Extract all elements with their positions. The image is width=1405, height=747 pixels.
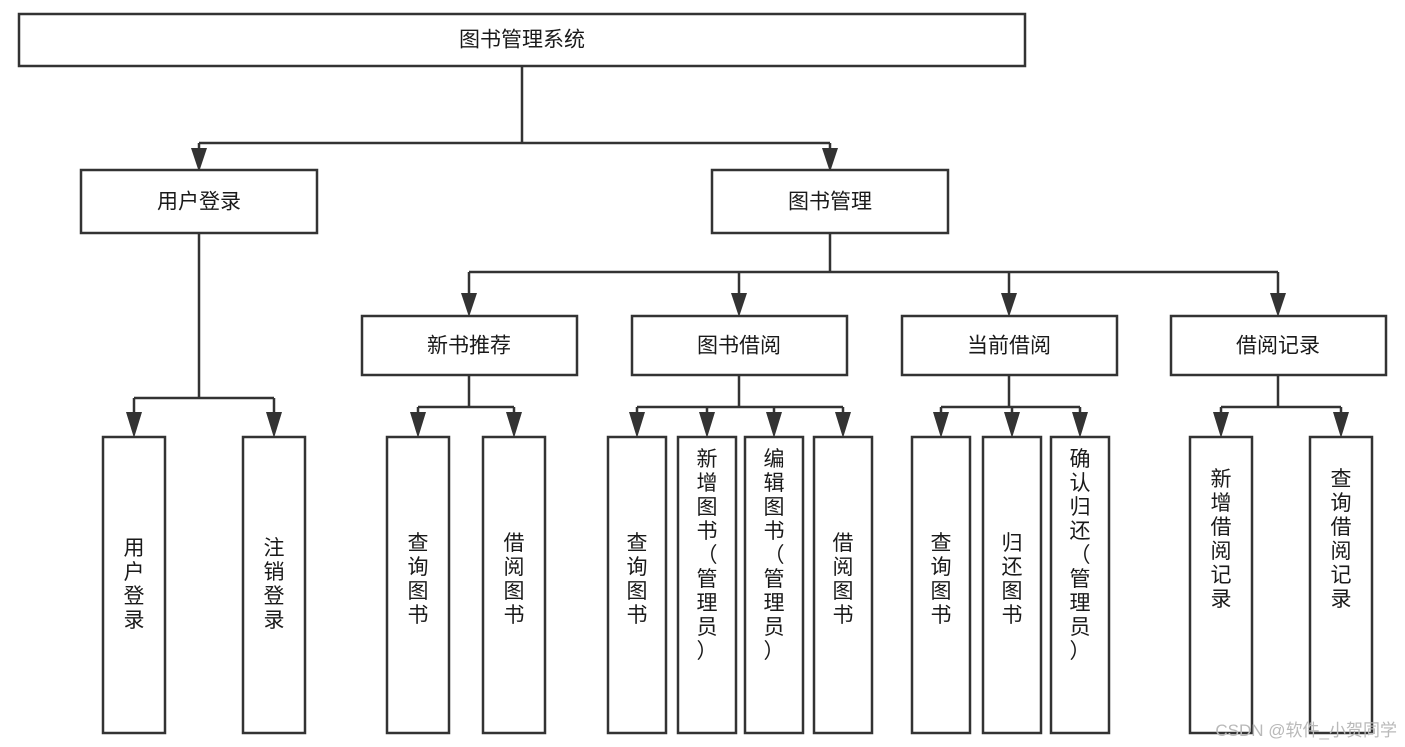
connector-newbookrec-bus bbox=[416, 375, 516, 420]
arrow-to-book-manage bbox=[822, 148, 838, 172]
node-leaf-borrow-book-bb[interactable]: 借阅图书 bbox=[812, 435, 874, 735]
node-leaf-borrow-book-bb-label: 借阅图书 bbox=[833, 532, 854, 627]
node-leaf-user-login-box[interactable] bbox=[101, 435, 167, 735]
node-current-borrow-label: 当前借阅 bbox=[967, 335, 1051, 358]
node-leaf-add-record[interactable]: 新增借阅记录 bbox=[1188, 435, 1254, 735]
node-leaf-borrow-book-rec-box[interactable] bbox=[481, 435, 547, 735]
node-user-login-label: 用户登录 bbox=[157, 191, 241, 214]
leaf-node-group: 用户登录 注销登录 查询图书 借阅图书 查询图书 新增图书（管理员） 编辑图书（… bbox=[101, 435, 1374, 735]
node-book-manage[interactable]: 图书管理 bbox=[710, 168, 950, 235]
arrow-to-leaf-return-book bbox=[1004, 412, 1020, 438]
node-book-borrow[interactable]: 图书借阅 bbox=[630, 314, 849, 377]
node-leaf-return-book-label: 归还图书 bbox=[1002, 532, 1023, 627]
node-leaf-confirm-return-box[interactable] bbox=[1049, 435, 1111, 735]
arrow-to-book-borrow bbox=[731, 293, 747, 317]
node-leaf-add-book-label: 新增图书（管理员） bbox=[697, 448, 718, 663]
node-leaf-query-book-bb[interactable]: 查询图书 bbox=[606, 435, 668, 735]
node-leaf-query-book-bb-box[interactable] bbox=[606, 435, 668, 735]
node-leaf-return-book-box[interactable] bbox=[981, 435, 1043, 735]
node-leaf-add-record-box[interactable] bbox=[1188, 435, 1254, 735]
node-leaf-query-book-bb-label: 查询图书 bbox=[627, 532, 648, 627]
node-new-book-rec[interactable]: 新书推荐 bbox=[360, 314, 579, 377]
node-leaf-confirm-return-label: 确认归还（管理员） bbox=[1070, 448, 1091, 663]
node-user-login-box[interactable] bbox=[79, 168, 319, 235]
node-root-box[interactable] bbox=[17, 12, 1027, 68]
connector-bookmanage-bus bbox=[467, 233, 1280, 306]
node-leaf-borrow-book-rec-label: 借阅图书 bbox=[504, 532, 525, 627]
node-leaf-query-record[interactable]: 查询借阅记录 bbox=[1308, 435, 1374, 735]
node-borrow-record-label: 借阅记录 bbox=[1236, 335, 1320, 358]
connector-borrowrecord-bus bbox=[1219, 375, 1343, 420]
arrow-to-leaf-query-book-rec bbox=[410, 412, 426, 438]
node-leaf-add-book-box[interactable] bbox=[676, 435, 738, 735]
connector-layer bbox=[126, 66, 1349, 438]
node-leaf-logout[interactable]: 注销登录 bbox=[241, 435, 307, 735]
node-new-book-rec-box[interactable] bbox=[360, 314, 579, 377]
node-leaf-borrow-book-rec[interactable]: 借阅图书 bbox=[481, 435, 547, 735]
node-root[interactable]: 图书管理系统 bbox=[17, 12, 1027, 68]
node-borrow-record[interactable]: 借阅记录 bbox=[1169, 314, 1388, 377]
node-borrow-record-box[interactable] bbox=[1169, 314, 1388, 377]
node-user-login[interactable]: 用户登录 bbox=[79, 168, 319, 235]
node-leaf-edit-book-box[interactable] bbox=[743, 435, 805, 735]
arrow-to-leaf-query-record bbox=[1333, 412, 1349, 438]
node-leaf-logout-label: 注销登录 bbox=[264, 537, 285, 632]
node-new-book-rec-label: 新书推荐 bbox=[427, 335, 511, 358]
arrow-to-user-login bbox=[191, 148, 207, 172]
arrow-to-current-borrow bbox=[1001, 293, 1017, 317]
node-leaf-edit-book-label: 编辑图书（管理员） bbox=[764, 448, 785, 663]
connector-userlogin-bus bbox=[132, 233, 276, 420]
arrow-to-new-book-rec bbox=[461, 293, 477, 317]
node-leaf-add-book[interactable]: 新增图书（管理员） bbox=[676, 435, 738, 735]
node-leaf-query-record-box[interactable] bbox=[1308, 435, 1374, 735]
node-book-borrow-label: 图书借阅 bbox=[697, 335, 781, 358]
node-leaf-query-book-cb-box[interactable] bbox=[910, 435, 972, 735]
node-leaf-query-book-rec[interactable]: 查询图书 bbox=[385, 435, 451, 735]
connector-root-bus bbox=[197, 66, 832, 161]
node-leaf-user-login-label: 用户登录 bbox=[124, 537, 145, 632]
arrow-to-leaf-logout bbox=[266, 412, 282, 438]
arrow-to-leaf-query-book-cb bbox=[933, 412, 949, 438]
arrow-to-leaf-add-record bbox=[1213, 412, 1229, 438]
arrow-to-leaf-confirm-return bbox=[1072, 412, 1088, 438]
node-leaf-query-book-rec-box[interactable] bbox=[385, 435, 451, 735]
node-book-borrow-box[interactable] bbox=[630, 314, 849, 377]
arrow-to-leaf-query-book-bb bbox=[629, 412, 645, 438]
node-book-manage-label: 图书管理 bbox=[788, 191, 872, 214]
node-leaf-query-book-cb-label: 查询图书 bbox=[931, 532, 952, 627]
node-root-label: 图书管理系统 bbox=[459, 29, 585, 52]
arrow-to-leaf-edit-book bbox=[766, 412, 782, 438]
arrow-to-leaf-add-book bbox=[699, 412, 715, 438]
arrow-to-leaf-borrow-book-rec bbox=[506, 412, 522, 438]
arrow-to-borrow-record bbox=[1270, 293, 1286, 317]
node-current-borrow-box[interactable] bbox=[900, 314, 1119, 377]
node-leaf-edit-book[interactable]: 编辑图书（管理员） bbox=[743, 435, 805, 735]
node-leaf-query-book-cb[interactable]: 查询图书 bbox=[910, 435, 972, 735]
arrow-to-leaf-user-login bbox=[126, 412, 142, 438]
node-leaf-logout-box[interactable] bbox=[241, 435, 307, 735]
node-current-borrow[interactable]: 当前借阅 bbox=[900, 314, 1119, 377]
node-leaf-add-record-label: 新增借阅记录 bbox=[1211, 468, 1232, 611]
node-book-manage-box[interactable] bbox=[710, 168, 950, 235]
arrow-to-leaf-borrow-book-bb bbox=[835, 412, 851, 438]
node-leaf-return-book[interactable]: 归还图书 bbox=[981, 435, 1043, 735]
connector-bookborrow-bus bbox=[635, 375, 845, 420]
node-leaf-confirm-return[interactable]: 确认归还（管理员） bbox=[1049, 435, 1111, 735]
node-leaf-query-record-label: 查询借阅记录 bbox=[1331, 468, 1352, 611]
node-leaf-query-book-rec-label: 查询图书 bbox=[408, 532, 429, 627]
node-leaf-borrow-book-bb-box[interactable] bbox=[812, 435, 874, 735]
node-leaf-user-login[interactable]: 用户登录 bbox=[101, 435, 167, 735]
